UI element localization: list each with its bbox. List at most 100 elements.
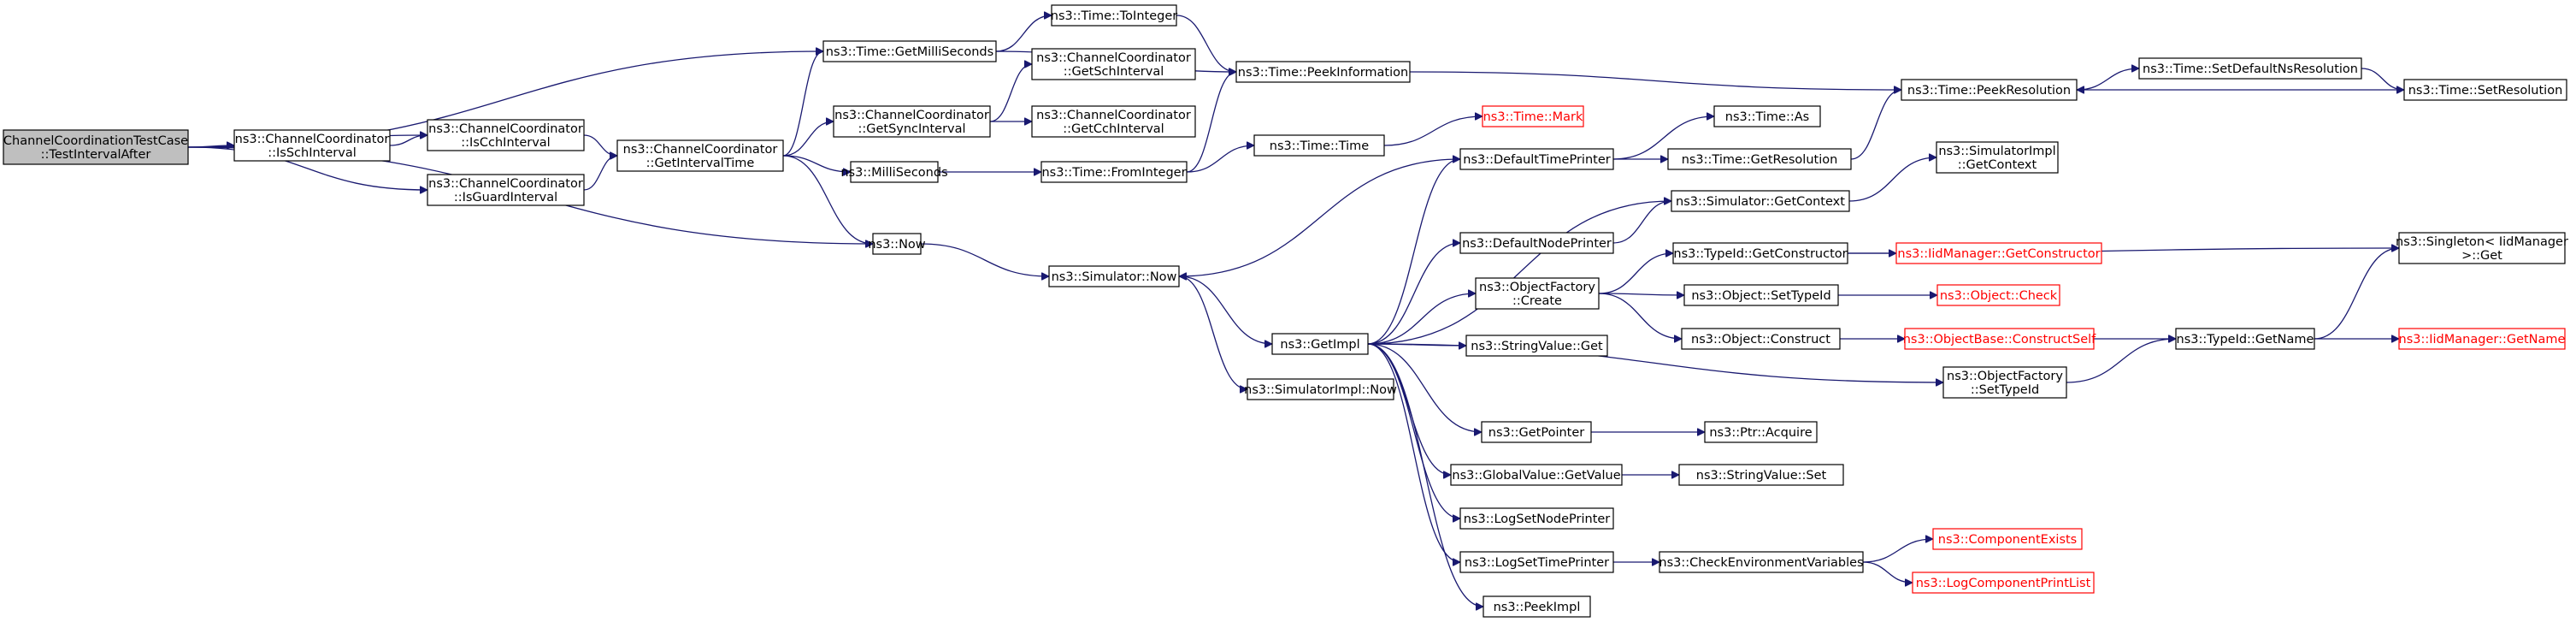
node-iid-get-name[interactable]: ns3::IidManager::GetName	[2398, 328, 2566, 350]
node-log-set-time-printer[interactable]: ns3::LogSetTimePrinter	[1459, 551, 1614, 573]
node-object-check[interactable]: ns3::Object::Check	[1936, 284, 2060, 306]
node-box	[3, 129, 189, 165]
node-default-node-printer[interactable]: ns3::DefaultNodePrinter	[1459, 232, 1614, 254]
node-object-factory-create[interactable]: ns3::ObjectFactory::Create	[1475, 277, 1600, 310]
node-ptr-acquire[interactable]: ns3::Ptr::Acquire	[1704, 421, 1818, 443]
node-box	[1031, 48, 1196, 80]
node-peek-information[interactable]: ns3::Time::PeekInformation	[1235, 61, 1411, 83]
node-stringvalue-get[interactable]: ns3::StringValue::Get	[1465, 335, 1608, 357]
edge-to-integer-to-peek-information	[1176, 15, 1236, 72]
node-is-guard-interval[interactable]: ns3::ChannelCoordinator::IsGuardInterval	[427, 174, 585, 206]
edge-is-cch-interval-to-get-interval-time	[583, 134, 618, 156]
node-simulator-get-context[interactable]: ns3::Simulator::GetContext	[1671, 190, 1850, 212]
node-label: ns3::Object::Construct	[1691, 333, 1830, 347]
node-time-as[interactable]: ns3::Time::As	[1713, 105, 1821, 127]
node-now[interactable]: ns3::Now	[868, 233, 926, 255]
node-label: ns3::Time::PeekResolution	[1907, 84, 2071, 98]
edge-get-sync-interval-to-get-sch-interval	[989, 64, 1033, 122]
node-set-resolution[interactable]: ns3::Time::SetResolution	[2403, 79, 2567, 101]
node-is-cch-interval[interactable]: ns3::ChannelCoordinator::IsCchInterval	[427, 119, 585, 151]
node-singleton-get[interactable]: ns3::Singleton< IidManager >::Get	[2396, 232, 2568, 264]
node-box	[833, 105, 991, 138]
node-from-integer[interactable]: ns3::Time::FromInteger	[1040, 161, 1188, 183]
node-log-component-print-list[interactable]: ns3::LogComponentPrintList	[1912, 572, 2095, 594]
node-check-env-vars[interactable]: ns3::CheckEnvironmentVariables	[1659, 551, 1864, 573]
node-objectbase-construct-self[interactable]: ns3::ObjectBase::ConstructSelf	[1903, 328, 2096, 350]
node-stringvalue-set[interactable]: ns3::StringValue::Set	[1678, 464, 1844, 486]
node-box	[2398, 328, 2566, 350]
node-get-interval-time[interactable]: ns3::ChannelCoordinator::GetIntervalTime	[616, 139, 784, 172]
node-objectfactory-settypeid[interactable]: ns3::ObjectFactory::SetTypeId	[1942, 366, 2067, 399]
node-is-sch-interval[interactable]: ns3::ChannelCoordinator::IsSchInterval	[233, 129, 391, 162]
node-label: ::SetTypeId	[1971, 383, 2039, 397]
node-get-sync-interval[interactable]: ns3::ChannelCoordinator::GetSyncInterval	[833, 105, 991, 138]
node-box	[1465, 335, 1608, 357]
node-to-integer[interactable]: ns3::Time::ToInteger	[1051, 4, 1177, 27]
node-typeid-get-name[interactable]: ns3::TypeId::GetName	[2175, 328, 2315, 350]
node-time-mark[interactable]: ns3::Time::Mark	[1482, 105, 1584, 127]
node-get-impl[interactable]: ns3::GetImpl	[1271, 333, 1369, 355]
node-label: ::GetSchInterval	[1064, 65, 1164, 79]
node-box	[1031, 105, 1196, 138]
node-peek-impl[interactable]: ns3::PeekImpl	[1483, 595, 1591, 618]
node-box	[1235, 61, 1411, 83]
node-root[interactable]: ChannelCoordinationTestCase::TestInterva…	[3, 129, 189, 165]
edge-is-guard-interval-to-get-interval-time	[583, 156, 618, 191]
node-label: ns3::Time::SetDefaultNsResolution	[2143, 62, 2358, 76]
edge-get-impl-to-log-set-node-printer	[1367, 343, 1460, 518]
node-iid-get-constructor[interactable]: ns3::IidManager::GetConstructor	[1895, 242, 2102, 264]
node-simulatorimpl-now[interactable]: ns3::SimulatorImpl::Now	[1244, 378, 1397, 400]
node-box	[1667, 148, 1852, 170]
node-label: ns3::Object::Check	[1940, 289, 2058, 303]
node-label: ns3::Time::Time	[1270, 139, 1370, 153]
node-box	[1482, 105, 1584, 127]
node-label: ::IsGuardInterval	[454, 191, 557, 204]
node-label: ns3::ChannelCoordinator	[428, 177, 583, 191]
edge-from-integer-to-peek-information	[1186, 72, 1237, 173]
node-box	[872, 233, 922, 255]
node-object-construct[interactable]: ns3::Object::Construct	[1681, 328, 1841, 350]
node-label: ::IsCchInterval	[461, 136, 550, 150]
node-box	[2175, 328, 2315, 350]
node-get-cch-interval[interactable]: ns3::ChannelCoordinator::GetCchInterval	[1031, 105, 1196, 138]
node-log-set-node-printer[interactable]: ns3::LogSetNodePrinter	[1459, 507, 1614, 530]
node-get-pointer[interactable]: ns3::GetPointer	[1481, 421, 1592, 443]
edge-get-interval-time-to-milliseconds	[782, 155, 851, 172]
node-peek-resolution[interactable]: ns3::Time::PeekResolution	[1901, 79, 2078, 101]
node-get-sch-interval[interactable]: ns3::ChannelCoordinator::GetSchInterval	[1031, 48, 1196, 80]
node-box	[1459, 551, 1614, 573]
edge-typeid-get-name-to-singleton-get	[2314, 248, 2399, 340]
edge-object-factory-create-to-typeid-get-constructor	[1598, 253, 1673, 294]
node-component-exists[interactable]: ns3::ComponentExists	[1932, 528, 2083, 550]
node-simulator-now[interactable]: ns3::Simulator::Now	[1048, 265, 1180, 287]
node-box	[1475, 277, 1600, 310]
node-typeid-get-constructor[interactable]: ns3::TypeId::GetConstructor	[1672, 242, 1848, 264]
node-label: ns3::ChannelCoordinator	[428, 122, 583, 136]
node-simulatorimpl-get-context[interactable]: ns3::SimulatorImpl::GetContext	[1936, 141, 2059, 174]
node-label: ns3::ChannelCoordinator	[235, 133, 390, 146]
node-time-get-resolution[interactable]: ns3::Time::GetResolution	[1667, 148, 1852, 170]
node-label: ::GetContext	[1958, 158, 2037, 172]
node-box	[616, 139, 784, 172]
node-milliseconds[interactable]: ns3::MilliSeconds	[840, 161, 948, 183]
node-label: ns3::Now	[868, 238, 925, 252]
node-globalvalue-getvalue[interactable]: ns3::GlobalValue::GetValue	[1450, 464, 1623, 486]
node-label: ns3::ComponentExists	[1938, 533, 2078, 547]
node-label: ns3::ChannelCoordinator	[623, 143, 778, 157]
node-time-time[interactable]: ns3::Time::Time	[1253, 134, 1385, 157]
edge-set-default-ns-resolution-to-set-resolution	[2361, 68, 2404, 90]
node-box	[1450, 464, 1623, 486]
node-label: ns3::Ptr::Acquire	[1709, 426, 1812, 440]
node-label: ns3::GetPointer	[1488, 426, 1585, 440]
node-label: ns3::ChannelCoordinator	[834, 109, 989, 122]
node-get-milliseconds[interactable]: ns3::Time::GetMilliSeconds	[822, 40, 997, 62]
node-object-set-type-id[interactable]: ns3::Object::SetTypeId	[1683, 284, 1839, 306]
node-box	[2403, 79, 2567, 101]
node-label: ns3::LogComponentPrintList	[1916, 577, 2091, 590]
edge-get-impl-to-objectfactory-settypeid	[1367, 343, 1943, 382]
node-set-default-ns-resolution[interactable]: ns3::Time::SetDefaultNsResolution	[2138, 57, 2362, 80]
node-label: ns3::Time::PeekInformation	[1238, 66, 1408, 80]
node-box	[1253, 134, 1385, 157]
node-default-time-printer[interactable]: ns3::DefaultTimePrinter	[1459, 148, 1614, 170]
node-box	[1681, 328, 1841, 350]
